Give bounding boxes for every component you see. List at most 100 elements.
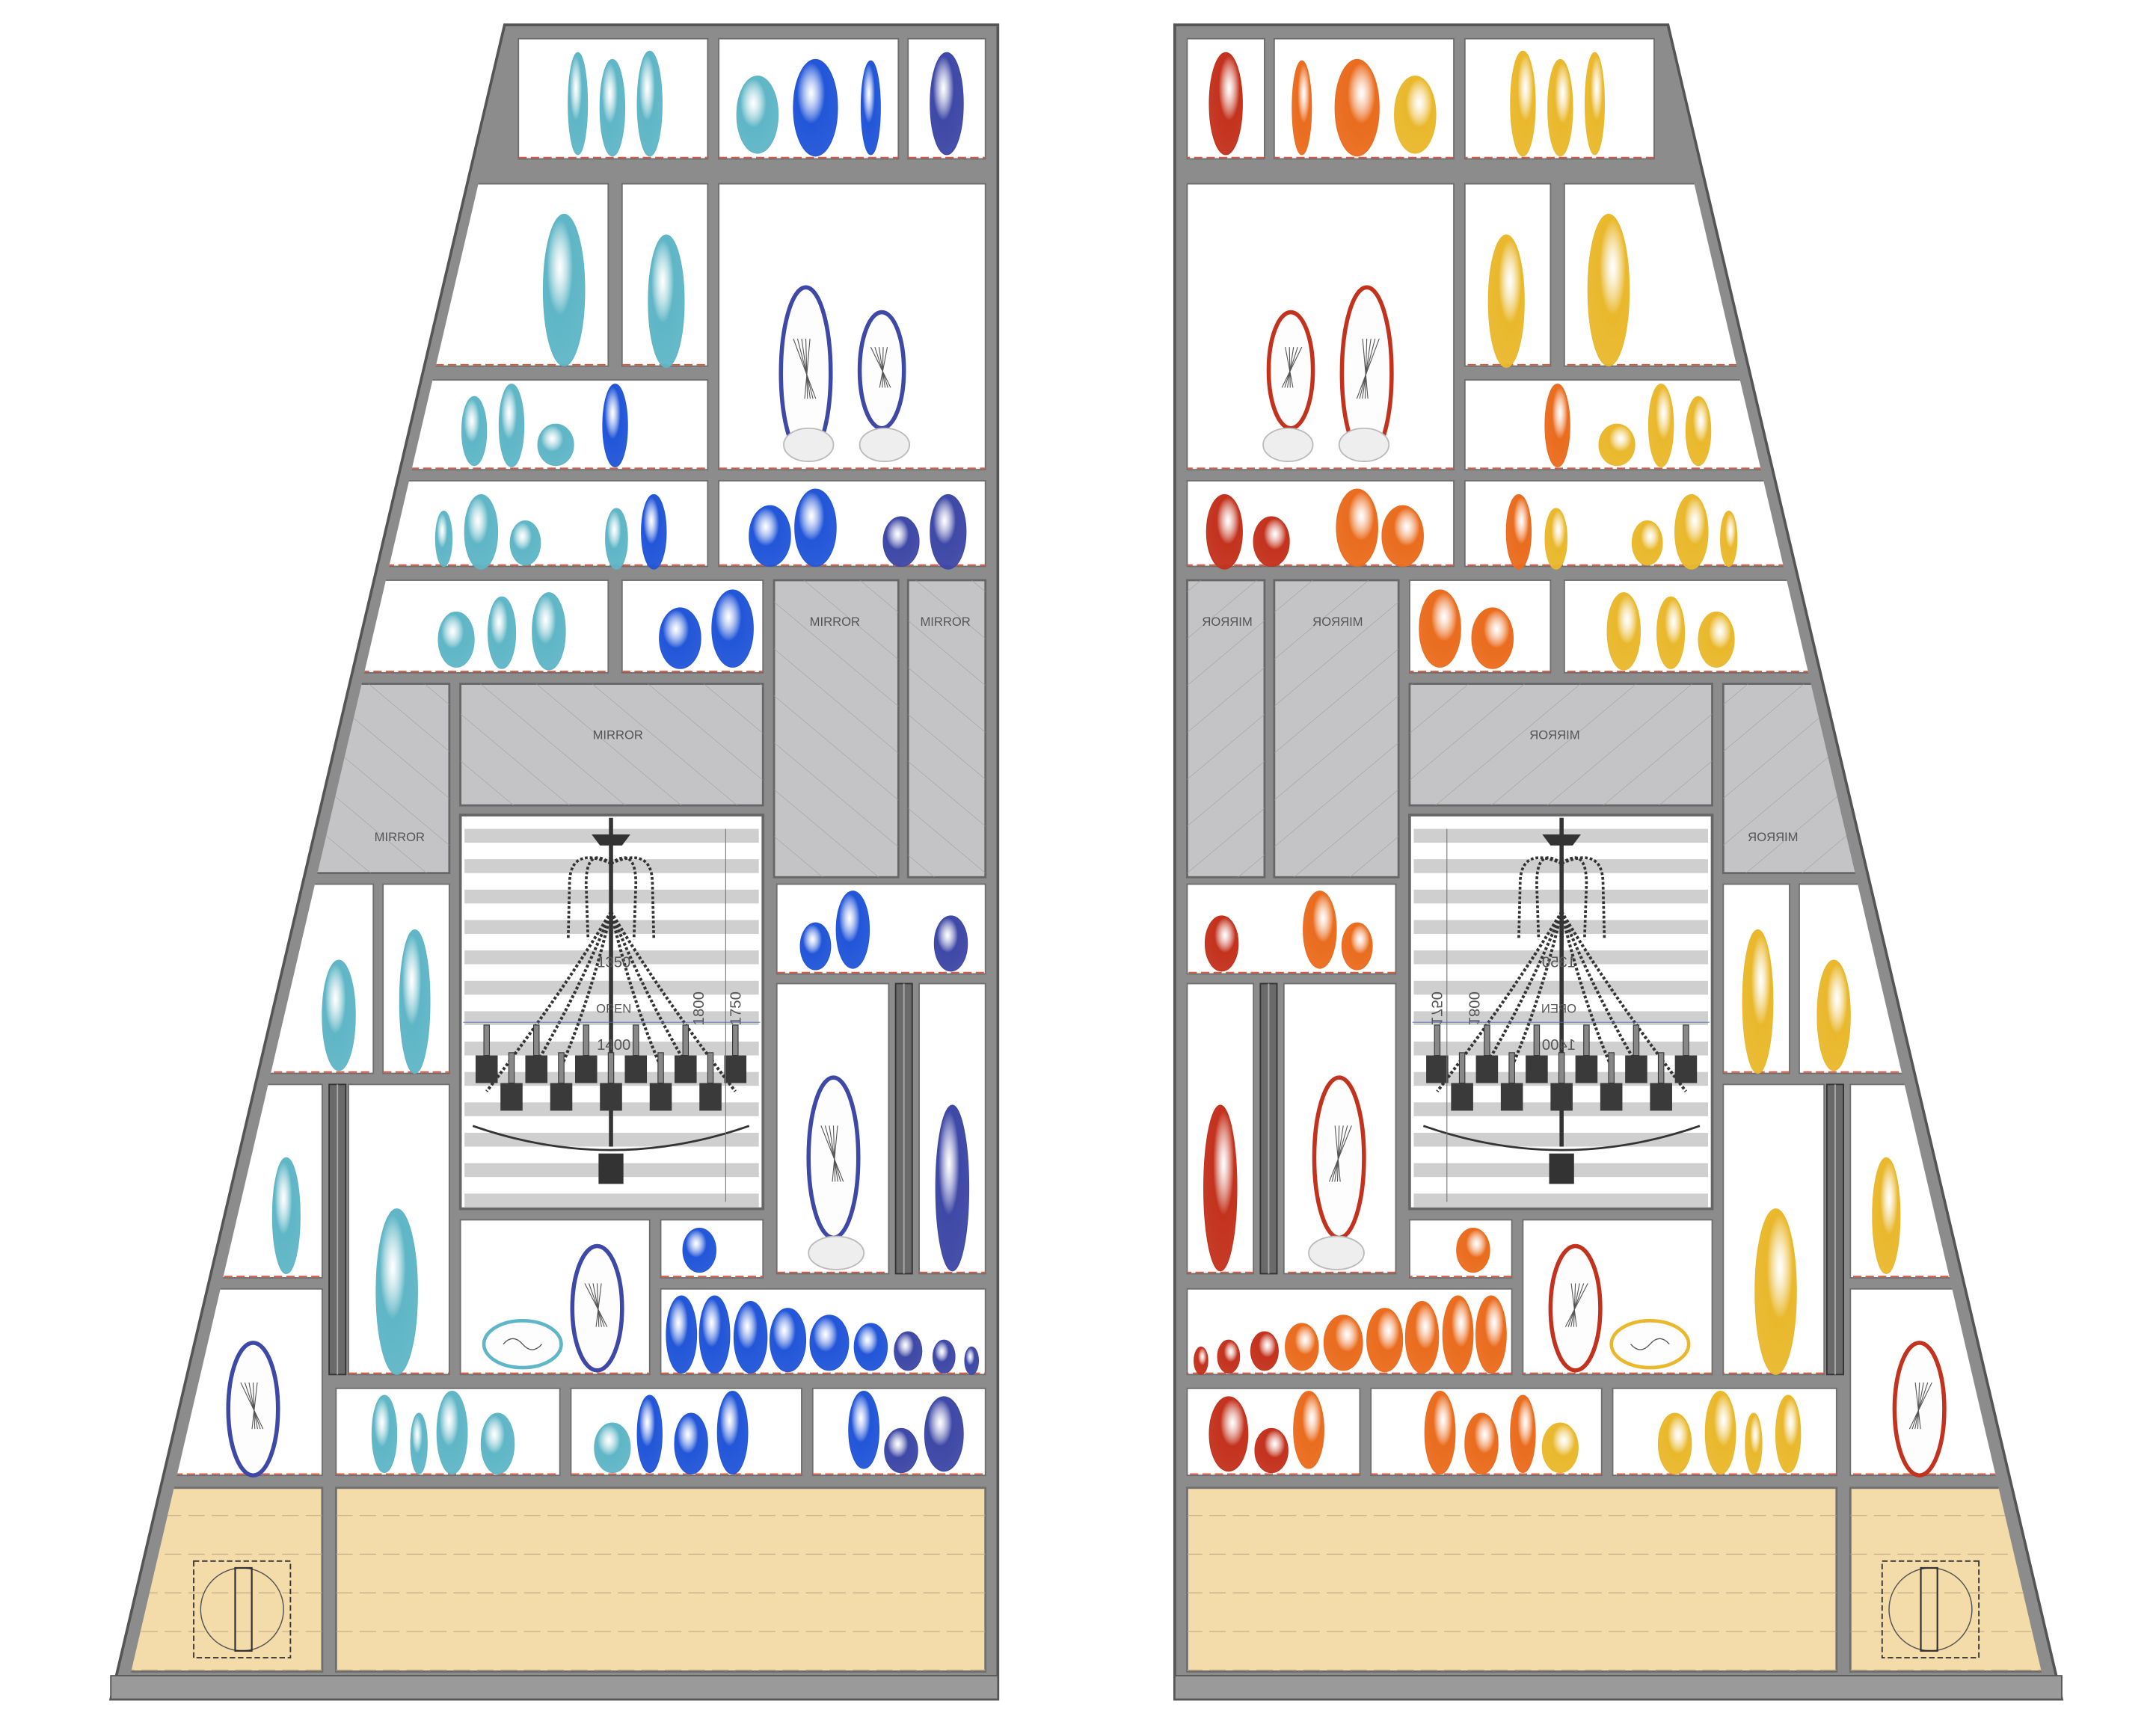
glass-vase (1250, 1331, 1279, 1371)
chandelier-drop (598, 1153, 624, 1184)
mirror-label: MIRROR (375, 830, 425, 844)
mirror-hatch (774, 579, 899, 878)
plate-scribble (592, 1283, 602, 1327)
glass-vase (1208, 52, 1243, 156)
plate-scribble (1914, 1382, 1924, 1430)
glass-vase (509, 520, 541, 566)
chandelier-canopy (1542, 834, 1582, 846)
glass-vase (666, 1295, 698, 1374)
chandelier-crystal-cluster (1426, 1055, 1449, 1083)
plate-scribble (829, 1125, 838, 1182)
chandelier-chain (1511, 911, 1564, 1065)
glass-vase (1303, 891, 1337, 969)
base-cabinet (1186, 1486, 1838, 1673)
glass-vase (1587, 213, 1630, 367)
glass-vase (1456, 1227, 1490, 1273)
chandelier-candle (583, 1024, 590, 1057)
chandelier-arm (472, 1125, 750, 1151)
glass-vase (605, 508, 628, 570)
glass-vase (1656, 596, 1686, 669)
plate-scribble (1914, 1382, 1921, 1430)
plate-scribble (870, 346, 891, 388)
glass-vase (1544, 384, 1570, 468)
glass-vase (736, 76, 779, 154)
plate-scribble (832, 1125, 836, 1182)
glass-vase (636, 50, 663, 157)
glass-vase (1464, 1412, 1499, 1474)
plate-scribble (595, 1283, 602, 1327)
chandelier-candle (1633, 1024, 1640, 1057)
glass-vase (1541, 1422, 1579, 1474)
chandelier-candle (483, 1024, 490, 1057)
backdrop-stripe (1413, 1193, 1708, 1208)
chandelier-chain (1560, 911, 1688, 1092)
mirror-hatch (1723, 683, 2043, 873)
plate-scribble (1570, 1283, 1577, 1327)
chandelier-chain (584, 856, 612, 940)
glass-vase (1204, 915, 1239, 972)
glass-vase (371, 1394, 398, 1474)
dimension-label: 1400 (597, 1037, 630, 1054)
chandelier-crystal-cluster (1650, 1083, 1672, 1111)
glass-vase (488, 596, 517, 669)
mirror-hatch (130, 683, 449, 873)
mirror-hatch (1409, 683, 1713, 806)
display-niche (130, 883, 375, 1074)
chandelier-canopy (592, 834, 630, 846)
glass-vase (882, 516, 920, 568)
glass-vase (594, 1422, 631, 1474)
mirror-label: MIRROR (593, 728, 643, 742)
chandelier-candle (1608, 1052, 1615, 1084)
glass-vase (542, 213, 586, 367)
chandelier-candle (558, 1052, 565, 1084)
glass-vase (1674, 493, 1709, 570)
glass-vase (1424, 1390, 1456, 1474)
plate-scribble (240, 1382, 264, 1430)
plate-scribble (1328, 1125, 1352, 1182)
glass-vase (1442, 1295, 1474, 1374)
chandelier-candle (1533, 1024, 1541, 1057)
chandelier-crystal-cluster (1625, 1055, 1647, 1083)
plate-scribble (796, 338, 814, 399)
glass-vase (498, 384, 525, 468)
glass-vase (599, 58, 626, 157)
open-label: OPEN (1541, 1001, 1576, 1015)
plate-scribble (244, 1382, 261, 1430)
chandelier-crystal-cluster (1526, 1055, 1548, 1083)
chandelier-candle (1508, 1052, 1515, 1084)
display-niche (130, 379, 709, 471)
chandelier-chain (1560, 911, 1612, 1065)
chandelier-crystal-cluster (574, 1055, 598, 1083)
display-niche (130, 1083, 323, 1279)
glass-vase (1341, 922, 1373, 971)
stone-base (1262, 427, 1314, 463)
glass-vase (1208, 1396, 1249, 1472)
glass-vase (769, 1308, 807, 1373)
speaker-bracket (234, 1566, 253, 1652)
glass-vase (1471, 607, 1514, 669)
glass-vase (964, 1346, 980, 1375)
chandelier-crystal-cluster (1500, 1083, 1523, 1111)
base-cabinet (334, 1486, 987, 1673)
plate-scribble (1334, 1125, 1344, 1182)
glass-vase (1544, 508, 1568, 570)
chandelier-candle (732, 1024, 739, 1057)
dimension-label: 1800 (1465, 991, 1481, 1025)
plate-scribble (1911, 1382, 1929, 1430)
plate-scribble (804, 338, 811, 399)
chandelier-candle (707, 1052, 714, 1084)
glass-vase (1253, 516, 1290, 568)
dish-scribble (503, 1338, 543, 1350)
glass-vase (1206, 493, 1243, 570)
chandelier-crystal-cluster (1550, 1083, 1573, 1111)
stone-base (859, 427, 911, 463)
plate-scribble (1567, 1283, 1585, 1327)
mirror-label: MIRROR (1312, 615, 1363, 629)
chandelier-candle (682, 1024, 690, 1057)
glass-vase (537, 423, 574, 467)
display-niche (1563, 579, 2043, 674)
plate-scribble (805, 339, 808, 399)
